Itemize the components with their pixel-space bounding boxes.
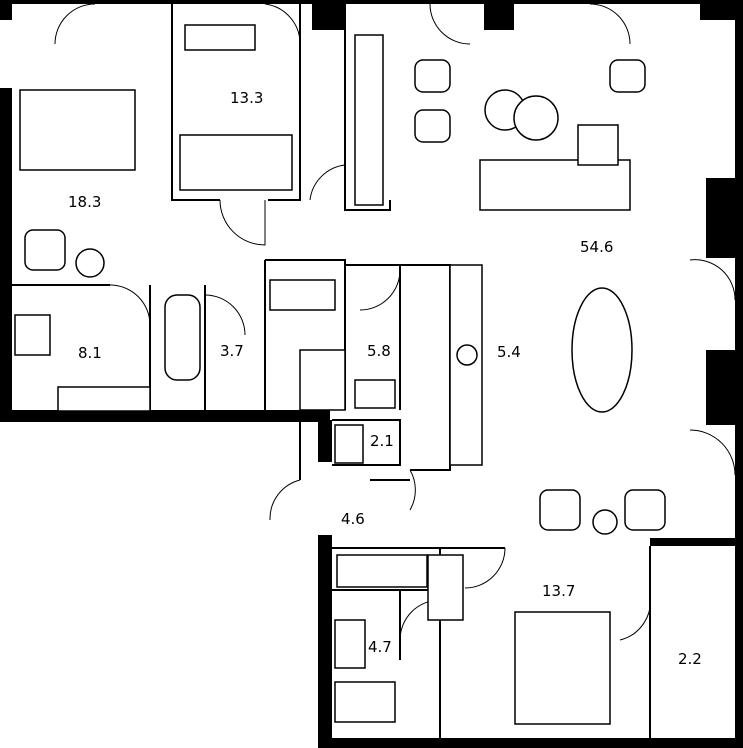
- bed-icon: [19, 89, 136, 171]
- sofa-icon: [479, 159, 631, 211]
- room-area-label: 4.6: [341, 510, 365, 528]
- bed-icon: [514, 611, 611, 725]
- room-area-label: 13.3: [230, 89, 263, 107]
- room-area-label: 54.6: [580, 238, 613, 256]
- room-area-label: 2.2: [678, 650, 702, 668]
- room-area-label: 18.3: [68, 193, 101, 211]
- wardrobe-icon: [354, 34, 384, 206]
- room-labels: 18.3 13.3 54.6 8.1 3.7 5.8 5.4 2.1 4.6 1…: [68, 89, 702, 668]
- bathtub-icon: [164, 294, 201, 381]
- room-area-label: 8.1: [78, 344, 102, 362]
- desk-icon: [184, 24, 256, 51]
- room-area-label: 5.4: [497, 343, 521, 361]
- sink-icon: [57, 386, 151, 412]
- shower-icon: [299, 349, 346, 411]
- dining-table-icon: [571, 287, 633, 413]
- armchair-icon: [414, 59, 451, 93]
- bathtub-icon: [334, 681, 396, 723]
- bed-icon: [179, 134, 293, 191]
- room-area-label: 4.7: [368, 638, 392, 656]
- room-area-label: 2.1: [370, 432, 394, 450]
- doors: [54, 3, 736, 641]
- room-area-label: 3.7: [220, 342, 244, 360]
- furniture: [14, 24, 666, 725]
- washer-icon: [269, 279, 336, 311]
- room-area-label: 5.8: [367, 342, 391, 360]
- room-area-label: 13.7: [542, 582, 575, 600]
